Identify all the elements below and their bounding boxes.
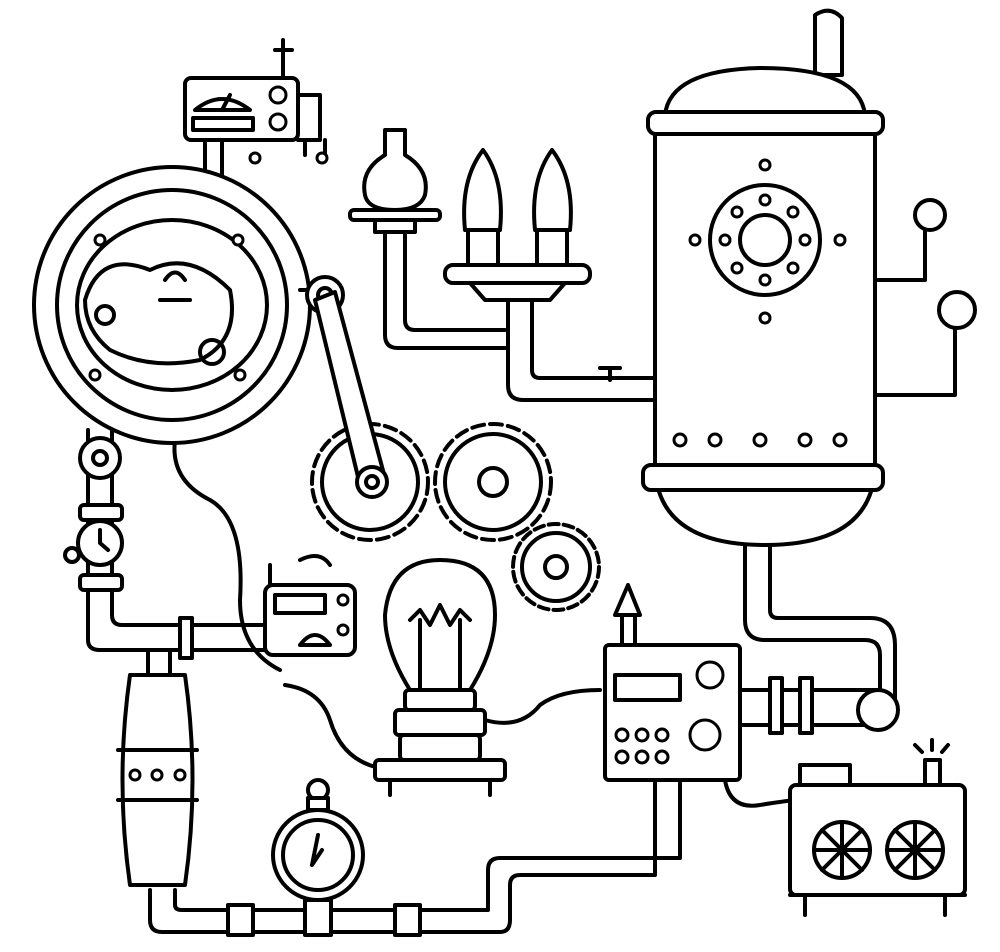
gears [310, 290, 601, 612]
tank [598, 8, 977, 547]
stopwatch [226, 778, 422, 937]
radio-box [183, 38, 329, 165]
left-valves [63, 436, 194, 660]
small-meter-box [263, 554, 357, 657]
flask-and-candles [348, 128, 592, 302]
control-panel [603, 583, 900, 782]
light-bulb [373, 558, 507, 797]
porthole [32, 165, 345, 445]
capsule-tank [116, 673, 199, 887]
fan-box [788, 738, 967, 917]
